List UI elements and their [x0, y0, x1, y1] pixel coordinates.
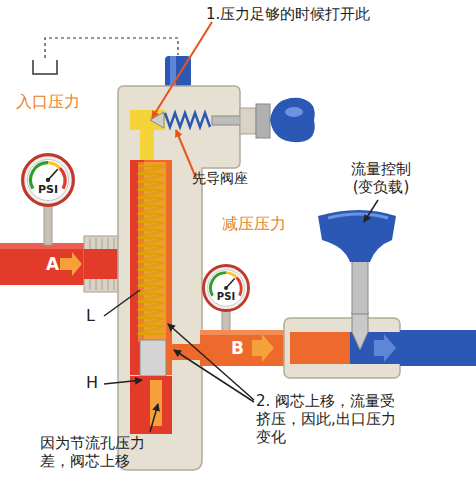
callout-text: 2. 阀芯上移，流量受挤压，因此,出口压力变化 — [256, 392, 398, 446]
pilot-chamber — [130, 110, 165, 130]
leader-arrow — [364, 200, 378, 222]
pressure-label: 减压压力 — [222, 214, 312, 233]
pressure-gauge: PSI — [21, 153, 75, 207]
pipe-highlight — [200, 330, 290, 335]
spring-chamber — [138, 162, 166, 342]
flow-arrow — [60, 252, 82, 276]
part-name: 先导阀座 — [192, 170, 276, 187]
pilot-passage — [140, 128, 154, 164]
gauge-stem — [44, 205, 52, 245]
leader-arrow — [168, 324, 254, 400]
outlet-port — [166, 344, 202, 360]
pressure-gauge: PSI — [202, 264, 250, 312]
leader-arrow — [150, 404, 158, 432]
main-cavity — [130, 160, 172, 375]
leader-arrow — [104, 380, 142, 384]
leader-line — [104, 290, 140, 316]
lower-chamber — [130, 376, 172, 434]
needle-stem — [352, 258, 368, 314]
flow-handle — [318, 210, 396, 262]
needle-valve-body — [284, 318, 400, 378]
outlet-pipe — [200, 330, 290, 366]
valve-spool — [140, 340, 166, 376]
handle-highlight — [328, 214, 388, 218]
leader-arrow — [152, 22, 212, 118]
lock-nut — [256, 104, 270, 138]
drain-cup — [33, 60, 57, 74]
hand-wheel — [270, 98, 315, 142]
needle — [352, 312, 368, 350]
part-letter: L — [86, 306, 106, 325]
flow-arrow — [252, 334, 274, 362]
pilot-spring — [165, 113, 210, 127]
needle-inlet — [290, 332, 350, 364]
bonnet — [240, 108, 256, 134]
drain-line — [45, 38, 178, 58]
pressure-label: 入口压力 — [16, 92, 100, 111]
callout-text: 因为节流孔压力差，阀芯上移 — [40, 434, 154, 470]
gauge-face — [202, 264, 250, 312]
callout-text: 1.压力足够的时候打开此 — [206, 5, 474, 23]
gauge-stem — [222, 310, 230, 332]
gauge-unit: PSI — [202, 292, 250, 302]
inlet-flow — [84, 249, 120, 279]
part-name: 流量控制 (变负载) — [342, 160, 420, 196]
flow-arrow — [374, 334, 396, 362]
main-spring — [138, 166, 166, 334]
port-letter: A — [46, 254, 66, 274]
gauge-unit: PSI — [21, 184, 75, 195]
inlet-fitting — [84, 236, 120, 292]
downstream-pipe — [400, 330, 476, 366]
inlet-pipe — [0, 243, 122, 285]
gauge-face — [21, 153, 75, 207]
orifice-passage — [150, 380, 162, 426]
port-letter: B — [231, 338, 251, 358]
wheel-highlight — [285, 107, 303, 117]
part-letter: H — [86, 373, 106, 392]
pilot-needle — [150, 112, 164, 128]
